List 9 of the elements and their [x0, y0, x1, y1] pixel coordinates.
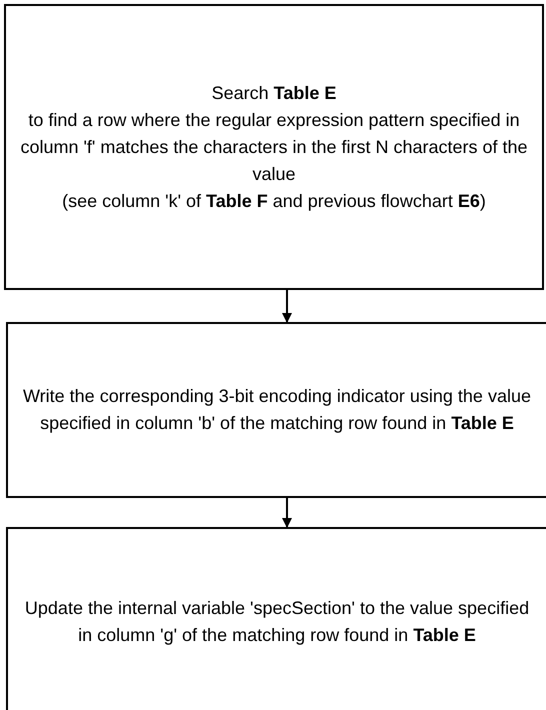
- arrow: [282, 498, 292, 528]
- box-text: (see column 'k' of Table F and previous flowchart E6): [62, 190, 486, 213]
- process-box: [6, 527, 546, 710]
- process-box: [6, 322, 546, 498]
- arrow: [282, 290, 292, 323]
- box-text: Update the internal variable 'specSection' to the value specified in column 'g' of the matching row found in Table E: [24, 597, 530, 647]
- process-box: [4, 4, 544, 290]
- box-text: Search Table E: [212, 82, 336, 104]
- box-text: Write the corresponding 3-bit encoding indicator using the value specified in column 'b' of the matching row found in Table E: [22, 385, 532, 435]
